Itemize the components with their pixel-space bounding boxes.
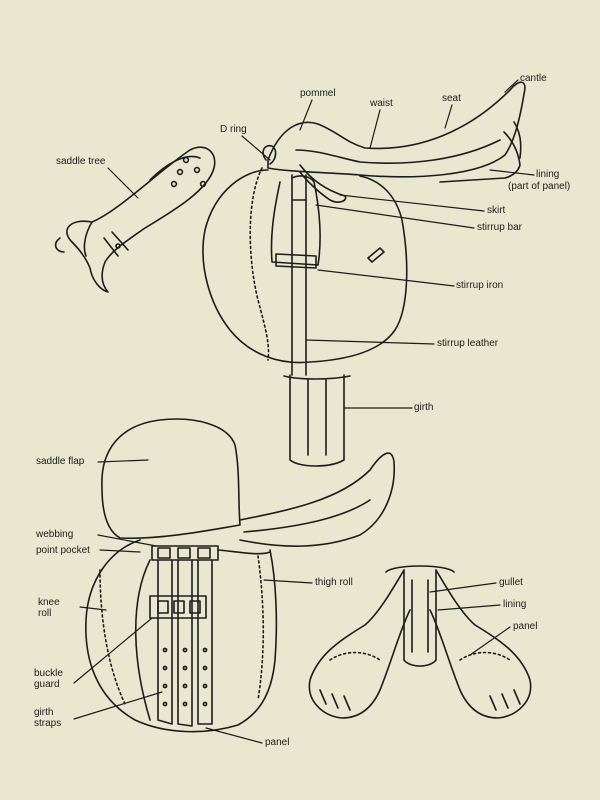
side-view-saddle [202,81,526,467]
saddle-tree-drawing [54,146,216,293]
label-stirrup-leather: stirrup leather [437,338,499,349]
label-point-pocket: point pocket [36,545,90,556]
label-panel-bottom: panel [265,737,290,748]
label-gullet: gullet [499,577,523,588]
label-lining-top-note: (part of panel) [508,181,571,192]
label-saddle-flap: saddle flap [36,456,85,467]
label-panel-right: panel [513,621,538,632]
label-webbing: webbing [36,529,74,540]
label-knee-roll: knee roll [38,597,60,619]
label-girth: girth [414,402,434,413]
leader-lines [73,79,535,744]
label-saddle-tree: saddle tree [56,156,106,167]
label-girth-straps: girth straps [34,707,62,729]
label-thigh-roll: thigh roll [315,577,353,588]
label-seat: seat [442,93,461,104]
label-stirrup-iron: stirrup iron [456,280,504,291]
label-d-ring: D ring [220,124,247,135]
label-pommel: pommel [300,88,336,99]
label-skirt: skirt [487,205,506,216]
label-waist: waist [370,98,393,109]
label-buckle-guard: buckle guard [34,668,63,690]
underside-saddle [308,565,532,719]
label-cantle: cantle [520,73,547,84]
label-stirrup-bar: stirrup bar [477,222,523,233]
label-lining-right: lining [503,599,527,610]
front-view-saddle [85,418,396,733]
label-lining-top: lining [536,169,560,180]
